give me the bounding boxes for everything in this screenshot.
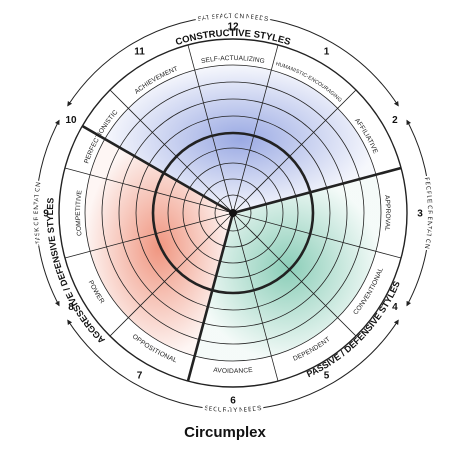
segment-label-12: SELF-ACTUALIZING [201, 55, 266, 65]
group-divider [186, 212, 235, 382]
segment-divider [232, 44, 279, 214]
segment-label-text: SELF-ACTUALIZING [201, 55, 266, 65]
segment-number-3: 3 [417, 209, 423, 220]
segment-divider [64, 167, 234, 214]
segment-divider [232, 212, 402, 259]
segment-label-3: APPROVAL [383, 195, 391, 232]
segment-label-text: AVOIDANCE [213, 367, 253, 375]
ring-1 [214, 194, 252, 232]
segment-number-11: 11 [134, 47, 145, 58]
segment-divider [187, 44, 234, 214]
segment-divider [232, 212, 279, 382]
segment-number-6: 6 [230, 396, 236, 407]
task-orientation-label: TASK ORIENTATION [33, 181, 42, 244]
ring-7 [118, 98, 348, 328]
segment-label-text: APPROVAL [383, 195, 391, 232]
center-dot [229, 209, 237, 217]
constructive-styles-label-text: CONSTRUCTIVE STYLES [174, 28, 292, 48]
segment-label-6: AVOIDANCE [213, 367, 254, 375]
people-orientation-label: PEOPLE ORIENTATION [423, 177, 433, 250]
ring-3 [182, 162, 284, 264]
segment-divider [232, 89, 357, 214]
segment-label-9: COMPETITIVE [75, 189, 84, 236]
segment-number-10: 10 [65, 115, 77, 126]
segment-number-9: 9 [43, 209, 49, 220]
segment-number-12: 12 [227, 22, 239, 33]
segment-divider [109, 89, 234, 214]
people-orientation-arrow [406, 119, 431, 307]
segment-label-text: COMPETITIVE [75, 189, 84, 236]
ring-9 [84, 64, 382, 362]
constructive-styles-label: CONSTRUCTIVE STYLES [174, 28, 292, 48]
segment-divider [64, 212, 234, 259]
segment-number-1: 1 [324, 47, 330, 58]
segment-number-2: 2 [392, 115, 398, 126]
segment-number-4: 4 [392, 302, 398, 313]
task-orientation-arrow [35, 119, 60, 307]
bold-ring [151, 131, 315, 295]
security-needs-arrow [67, 319, 399, 411]
group-divider [81, 124, 234, 215]
ring-8 [101, 81, 365, 345]
ring-4 [167, 147, 299, 279]
segment-number-8: 8 [68, 302, 74, 313]
segment-number-7: 7 [137, 370, 143, 381]
task-orientation-label-text: TASK ORIENTATION [31, 179, 44, 246]
segment-divider [109, 212, 234, 337]
ring-6 [135, 115, 331, 311]
group-divider [232, 166, 402, 215]
outer-arrows [35, 15, 431, 411]
ring-2 [198, 178, 268, 248]
diagram-caption: Circumplex [184, 424, 266, 441]
people-orientation-label-text: PEOPLE ORIENTATION [421, 175, 435, 252]
sector-aggressive [84, 139, 233, 356]
segment-divider [232, 212, 357, 337]
segment-number-5: 5 [324, 370, 330, 381]
satisfaction-needs-arrow [67, 15, 399, 107]
